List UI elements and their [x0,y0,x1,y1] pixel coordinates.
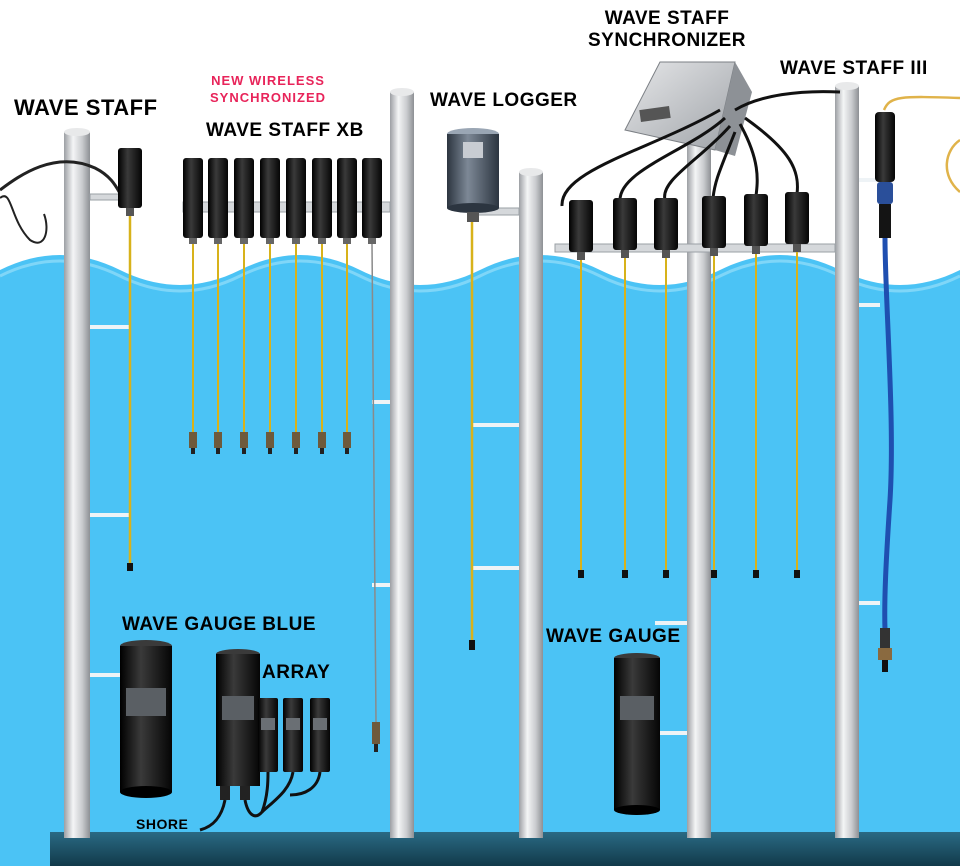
wave-staff-iii-probe [878,628,892,672]
array-main-unit [216,649,260,800]
sync-sensor-2 [613,198,637,578]
sync-sensor-1 [569,200,593,578]
label-wave-gauge-blue: WAVE GAUGE BLUE [122,614,316,635]
wave-staff-iii-sensor [875,112,895,238]
wave-staff-xb-array [183,158,382,752]
label-new-wireless: NEW WIRELESS SYNCHRONIZED [210,72,326,106]
label-new-wireless-line2: SYNCHRONIZED [210,90,327,105]
label-wave-logger: WAVE LOGGER [430,90,578,111]
label-new-wireless-line1: NEW WIRELESS [211,73,325,88]
pole-wave-logger [519,168,543,838]
xb-sensor-8 [362,158,382,752]
wave-staff-cable [0,160,125,199]
xb-sensor-3 [234,158,254,454]
pole-wave-staff-xb [390,88,414,838]
label-synchronizer-line2: SYNCHRONIZER [588,30,747,51]
label-array: ARRAY [262,662,331,683]
wave-staff-sensor [118,148,142,216]
sync-sensor-6 [785,192,809,578]
label-wave-staff-synchronizer: WAVE STAFF SYNCHRONIZER [588,8,746,52]
xb-sensor-5 [286,158,306,454]
sync-sensor-4 [702,196,726,578]
seabed [50,832,960,866]
xb-sensor-1 [183,158,203,454]
synchronizer-cables [560,90,841,207]
label-synchronizer-line1: WAVE STAFF [604,8,730,29]
array-cables [199,771,322,832]
pole-wave-staff [64,128,90,838]
xb-sensor-6 [312,158,332,454]
wave-staff-iii-blue-cable [882,237,894,631]
pole-synchronizer [687,140,711,838]
synchronizer-sensors [569,192,809,578]
wave-gauge-blue-unit [120,640,172,798]
label-wave-gauge: WAVE GAUGE [546,626,681,647]
label-wave-staff-iii: WAVE STAFF III [780,58,928,79]
xb-sensor-2 [208,158,228,454]
label-wave-staff-xb: WAVE STAFF XB [206,120,364,141]
sync-sensor-5 [744,194,768,578]
array-small-units [258,698,330,772]
label-wave-staff: WAVE STAFF [14,95,158,120]
label-shore: SHORE [136,816,189,832]
xb-sensor-7 [337,158,357,454]
pole-wave-staff-iii [835,82,859,838]
wave-gauge-unit [614,653,660,815]
wave-staff-iii-cable [882,95,960,193]
wave-logger-unit [447,128,499,222]
xb-sensor-4 [260,158,280,454]
sync-sensor-3 [654,198,678,578]
water-highlight [0,259,960,293]
